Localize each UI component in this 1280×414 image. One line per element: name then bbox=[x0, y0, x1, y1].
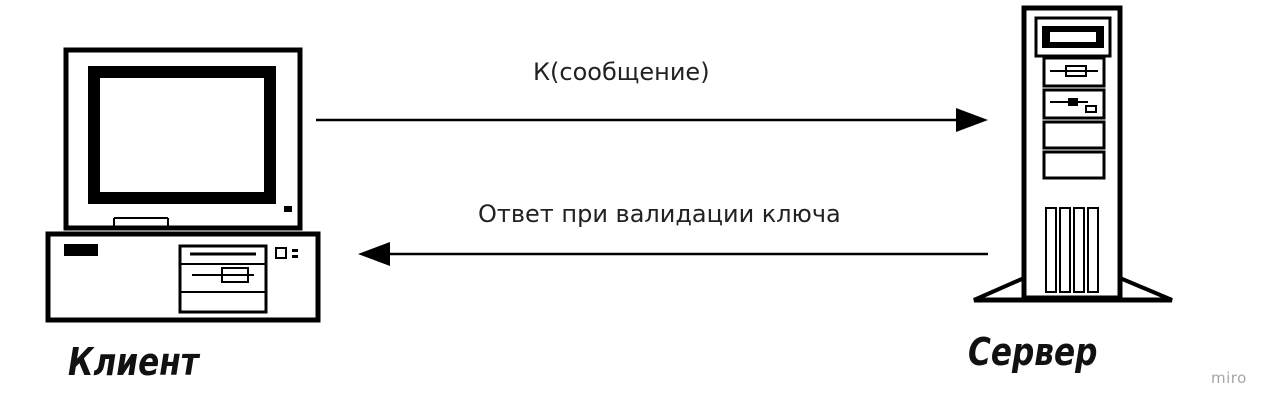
desktop-computer-icon bbox=[45, 47, 321, 323]
request-arrow-label: К(сообщение) bbox=[533, 58, 710, 86]
arrowhead-left-icon bbox=[358, 242, 390, 266]
response-arrow-label: Ответ при валидации ключа bbox=[478, 200, 841, 228]
response-arrow bbox=[358, 242, 988, 266]
client-node bbox=[44, 46, 322, 324]
arrowhead-right-icon bbox=[956, 108, 988, 132]
client-label: Клиент bbox=[68, 340, 199, 384]
miro-watermark: miro bbox=[1211, 369, 1247, 387]
server-label: Сервер bbox=[968, 330, 1098, 374]
request-arrow bbox=[316, 108, 988, 132]
tower-server-icon bbox=[973, 5, 1173, 303]
server-node bbox=[968, 4, 1178, 310]
